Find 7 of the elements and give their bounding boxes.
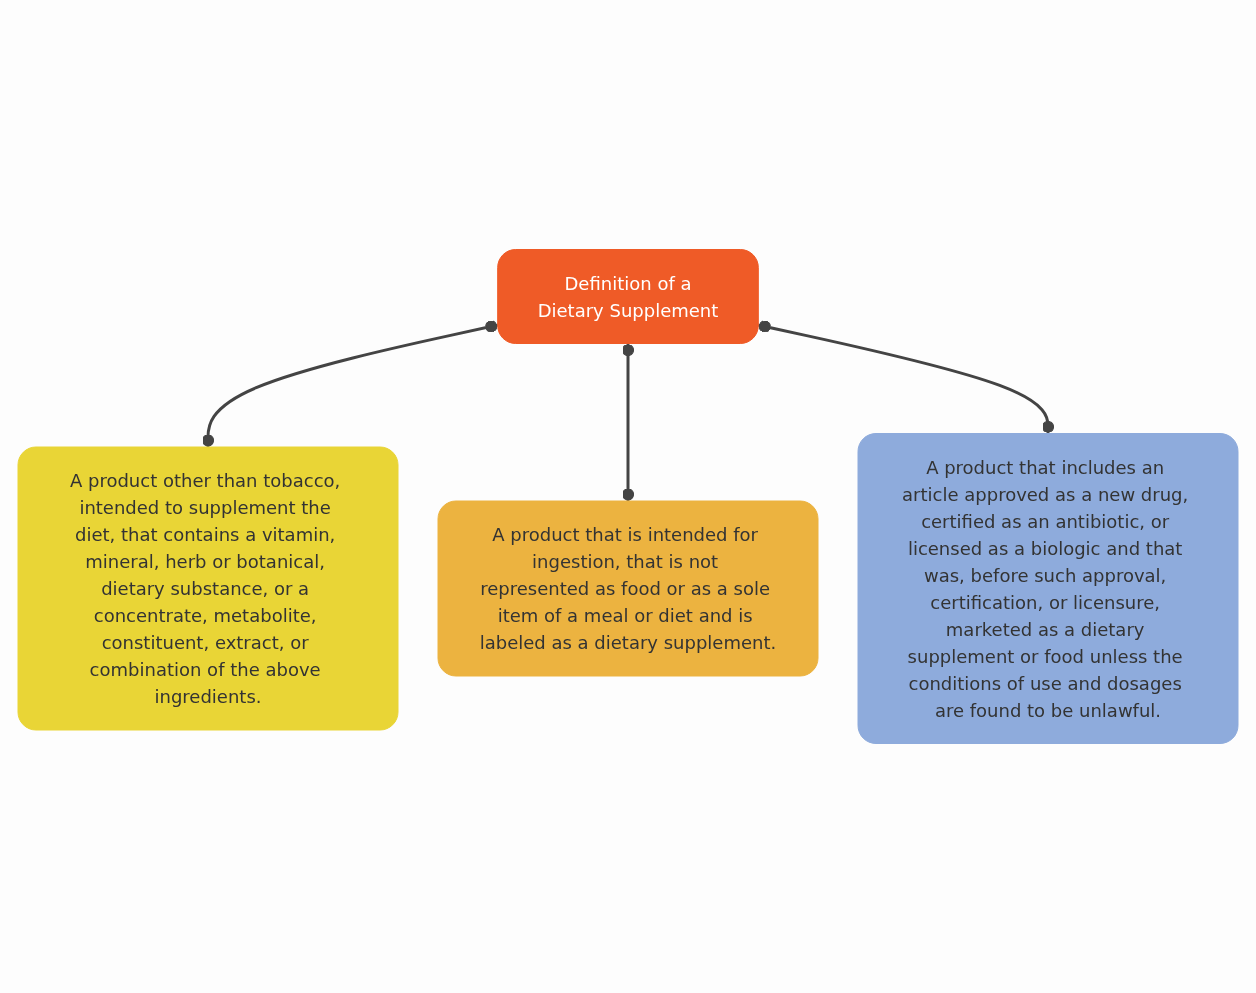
node-box: A product other than tobacco, intended to supplement the diet, that contains a vitamin, mineral, herb or botanical, dietary substance, or a concentrate, metabolite, constituent, extract, or combination of the above ingredients. <box>17 446 399 731</box>
node-box: A product that includes an article approved as a new drug, certified as an antibiotic, or licensed as a biologic and that was, before such approval, certification, or licensure, marketed as a dietary supplement or food unless the conditions of use and dosages are found to be unlawful. <box>857 433 1239 744</box>
node-box: Definition of a Dietary Supplement <box>497 249 759 344</box>
node-box: A product that is intended for ingestion, that is not represented as food or as a sole item of a meal or diet and is labeled as a dietary supplement. <box>437 500 819 677</box>
connector <box>201 320 498 447</box>
connector <box>621 343 635 501</box>
connector <box>758 320 1055 434</box>
